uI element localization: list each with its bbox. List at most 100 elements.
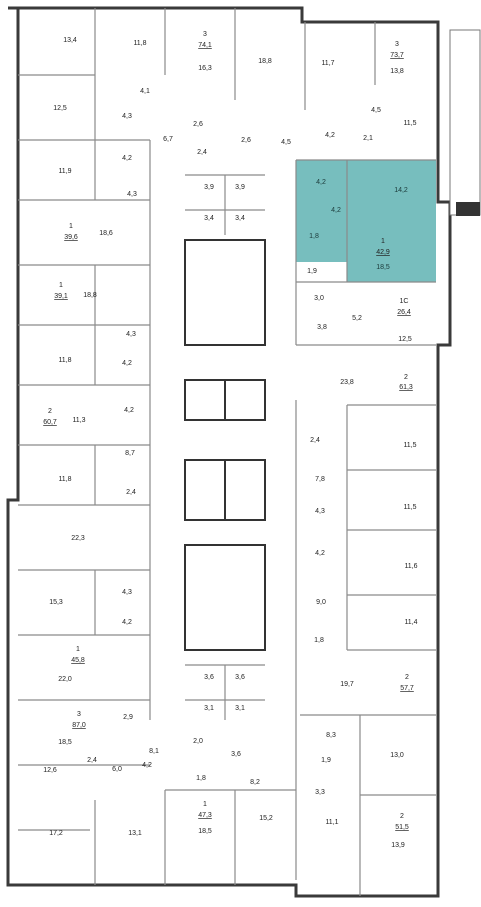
room-label: 1,9 (321, 757, 331, 764)
room-label: 11,8 (58, 476, 71, 483)
room-label: 5,2 (352, 315, 362, 322)
room-label: 18,8 (258, 58, 272, 65)
room-label: 3,9 (204, 184, 214, 191)
room-label: 2,4 (197, 149, 207, 156)
room-label: 4,1 (140, 88, 150, 95)
room-label: 4,3 (315, 508, 325, 515)
room-label: 22,3 (71, 535, 85, 542)
room-label: 1,8 (314, 637, 324, 644)
room-label: 3,8 (317, 324, 327, 331)
apartment-area: 51,5 (395, 824, 409, 831)
room-label: 11,1 (325, 819, 338, 826)
room-label: 4,2 (122, 155, 132, 162)
room-label: 4,2 (331, 207, 341, 214)
outer-walls (6, 6, 481, 898)
room-label: 2,4 (310, 437, 320, 444)
room-label: 4,2 (142, 762, 152, 769)
room-label: 4,5 (281, 139, 291, 146)
apartment-rooms: 2 (404, 374, 408, 381)
apartment-rooms: 2 (405, 674, 409, 681)
apartment-area: 73,7 (390, 52, 404, 59)
room-label: 2,6 (193, 121, 203, 128)
room-label: 1,8 (196, 775, 206, 782)
room-labels: 13,4 11,8 16,3 18,8 11,7 13,8 12,5 4,1 4… (43, 37, 417, 849)
room-label: 11,4 (404, 619, 417, 626)
apartment-rooms: 3 (77, 711, 81, 718)
room-label: 2,4 (126, 489, 136, 496)
room-label: 8,3 (326, 732, 336, 739)
room-label: 13,1 (128, 830, 142, 837)
room-label: 11,5 (403, 442, 416, 449)
room-label: 2,6 (241, 137, 251, 144)
room-label: 11,9 (58, 168, 71, 175)
room-label: 11,8 (133, 40, 146, 47)
apartment-area: 47,3 (198, 812, 212, 819)
room-label: 15,3 (49, 599, 63, 606)
apartment-area: 61,3 (399, 384, 413, 391)
room-label: 18,8 (83, 292, 97, 299)
interior-walls (18, 8, 436, 896)
room-label: 4,5 (371, 107, 381, 114)
room-label: 4,3 (127, 191, 137, 198)
apartment-rooms: 1 (69, 223, 73, 230)
room-label: 3,9 (235, 184, 245, 191)
apartment-rooms: 1 (76, 646, 80, 653)
room-label: 16,3 (198, 65, 212, 72)
room-label: 11,3 (72, 417, 85, 424)
room-label: 17,2 (49, 830, 63, 837)
apartment-rooms: 2 (48, 408, 52, 415)
room-label: 18,5 (58, 739, 72, 746)
room-label: 4,3 (126, 331, 136, 338)
room-label: 23,8 (340, 379, 354, 386)
room-label: 3,1 (204, 705, 214, 712)
apartment-badges: 3 74,1 3 73,7 1 39,6 1 42,9 1 39,1 1С 26… (43, 31, 414, 831)
apartment-rooms: 1 (59, 282, 63, 289)
room-label: 18,5 (198, 828, 212, 835)
apartment-rooms: 2 (400, 813, 404, 820)
room-label: 3,4 (204, 215, 214, 222)
apartment-area: 26,4 (397, 309, 411, 316)
apartment-rooms: 1 (203, 801, 207, 808)
room-label: 13,8 (390, 68, 404, 75)
room-label: 4,2 (316, 179, 326, 186)
room-label: 3,6 (231, 751, 241, 758)
apartment-area: 87,0 (72, 722, 86, 729)
highlighted-apartment[interactable] (296, 160, 436, 282)
room-label: 1,9 (307, 268, 317, 275)
apartment-area: 39,1 (54, 293, 68, 300)
apartment-area: 60,7 (43, 419, 57, 426)
apartment-area: 57,7 (400, 685, 414, 692)
room-label: 11,6 (404, 563, 417, 570)
room-label: 4,2 (315, 550, 325, 557)
room-label: 4,2 (325, 132, 335, 139)
room-label: 15,2 (259, 815, 273, 822)
room-label: 11,8 (58, 357, 71, 364)
room-label: 13,4 (63, 37, 77, 44)
room-label: 2,4 (87, 757, 97, 764)
room-label: 2,0 (193, 738, 203, 745)
room-label: 7,8 (315, 476, 325, 483)
room-label: 18,5 (376, 264, 390, 271)
room-label: 9,0 (316, 599, 326, 606)
room-label: 11,7 (321, 60, 334, 67)
apartment-rooms: 3 (395, 41, 399, 48)
room-label: 3,3 (315, 789, 325, 796)
room-label: 3,6 (204, 674, 214, 681)
room-label: 11,5 (403, 120, 416, 127)
room-label: 12,5 (398, 336, 412, 343)
room-label: 2,1 (363, 135, 373, 142)
room-label: 2,9 (123, 714, 133, 721)
room-label: 22,0 (58, 676, 72, 683)
apartment-rooms: 3 (203, 31, 207, 38)
apartment-area: 45,8 (71, 657, 85, 664)
apartment-area: 39,6 (64, 234, 78, 241)
room-label: 8,7 (125, 450, 135, 457)
room-label: 8,1 (149, 748, 159, 755)
room-label: 4,3 (122, 113, 132, 120)
apartment-area: 42,9 (376, 249, 390, 256)
apartment-rooms: 1 (381, 238, 385, 245)
room-label: 4,2 (122, 619, 132, 626)
room-label: 8,2 (250, 779, 260, 786)
apartment-rooms: 1С (400, 298, 409, 305)
